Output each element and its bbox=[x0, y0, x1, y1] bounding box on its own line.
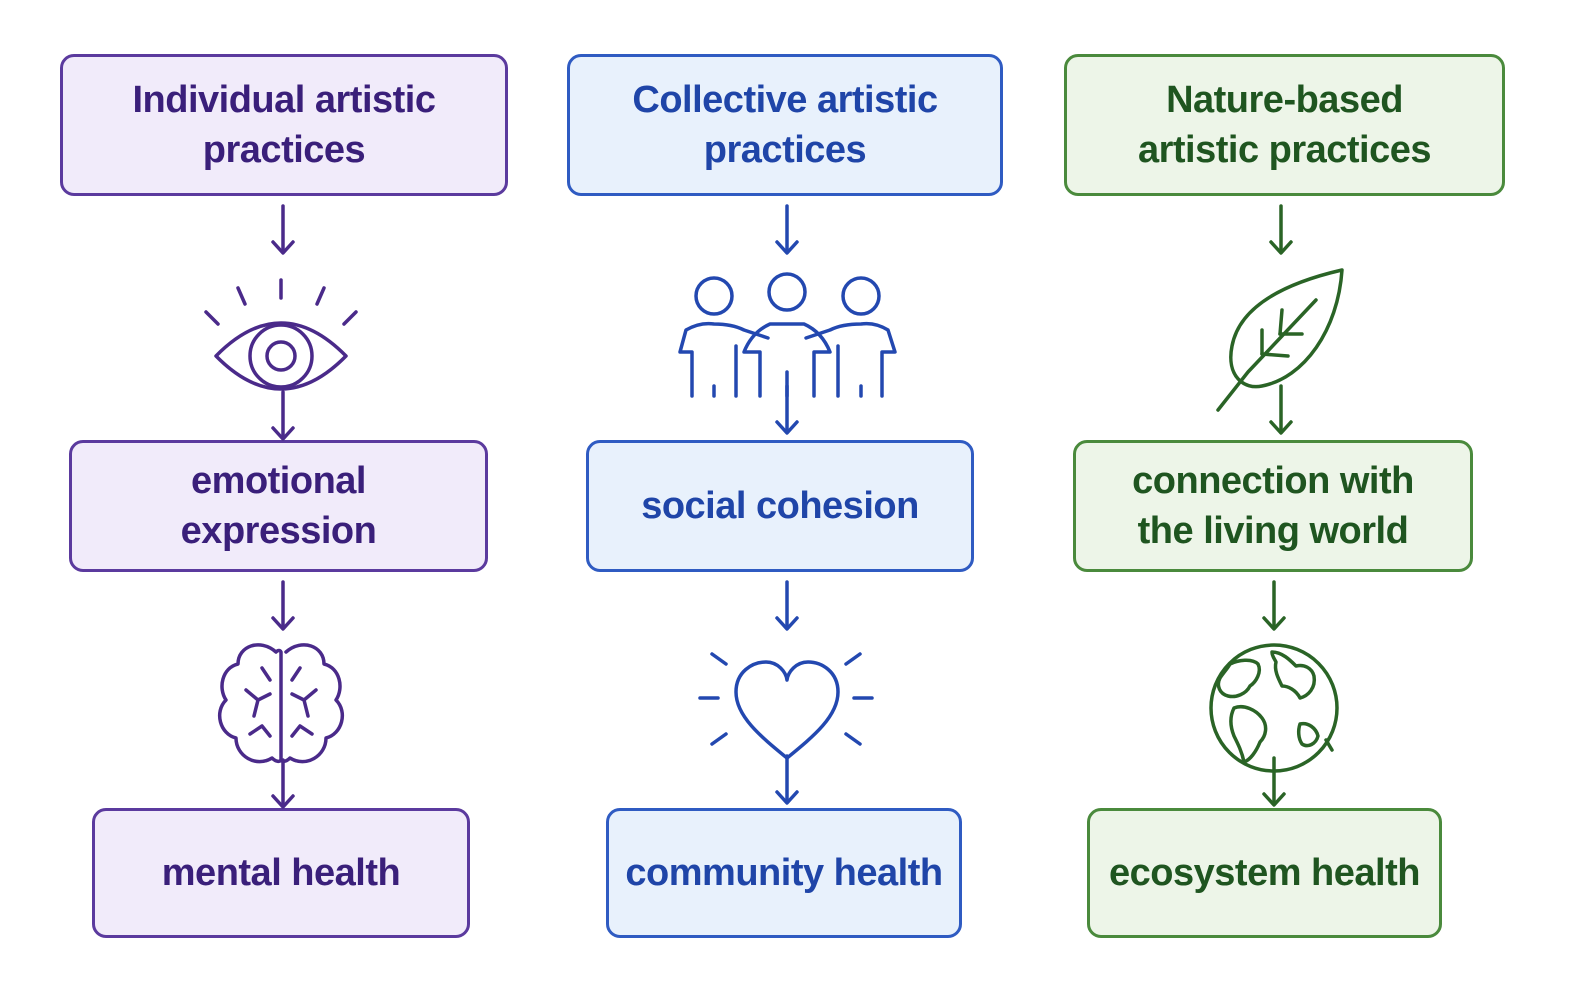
mental-health-label: mental health bbox=[161, 852, 401, 894]
individual-practices-box: Individual artistic practices bbox=[60, 54, 508, 196]
ecosystem-health-box: ecosystem health bbox=[1087, 808, 1442, 938]
nature-practices-box: Nature-based artistic practices bbox=[1064, 54, 1505, 196]
emotional-expression-label: emotional expression bbox=[180, 460, 377, 552]
arrow-down-icon bbox=[1269, 384, 1293, 435]
eye-icon bbox=[204, 278, 358, 391]
arrow-down-icon bbox=[775, 580, 799, 631]
social-cohesion-box: social cohesion bbox=[586, 440, 974, 572]
arrow-down-icon bbox=[271, 390, 295, 441]
community-health-label: community health bbox=[625, 852, 943, 894]
arrow-down-icon bbox=[1262, 580, 1286, 631]
heart-icon bbox=[698, 652, 874, 760]
arrow-down-icon bbox=[1269, 204, 1293, 255]
arrow-down-icon bbox=[775, 204, 799, 255]
globe-icon bbox=[1209, 643, 1339, 773]
social-cohesion-label: social cohesion bbox=[641, 485, 919, 527]
people-group-icon bbox=[678, 272, 897, 398]
collective-practices-label: Collective artistic practices bbox=[632, 79, 938, 171]
arrow-down-icon bbox=[775, 754, 799, 805]
ecosystem-health-label: ecosystem health bbox=[1109, 852, 1420, 894]
arrow-down-icon bbox=[271, 758, 295, 809]
nature-practices-label: Nature-based artistic practices bbox=[1137, 79, 1432, 171]
mental-health-box: mental health bbox=[92, 808, 470, 938]
living-world-label: connection with the living world bbox=[1132, 460, 1414, 552]
individual-practices-label: Individual artistic practices bbox=[132, 79, 436, 171]
brain-icon bbox=[217, 643, 345, 764]
arrow-down-icon bbox=[1262, 756, 1286, 807]
arrow-down-icon bbox=[271, 580, 295, 631]
collective-practices-box: Collective artistic practices bbox=[567, 54, 1003, 196]
emotional-expression-box: emotional expression bbox=[69, 440, 488, 572]
arrow-down-icon bbox=[271, 204, 295, 255]
living-world-box: connection with the living world bbox=[1073, 440, 1473, 572]
leaf-icon bbox=[1216, 268, 1344, 412]
community-health-box: community health bbox=[606, 808, 962, 938]
arrow-down-icon bbox=[775, 384, 799, 435]
